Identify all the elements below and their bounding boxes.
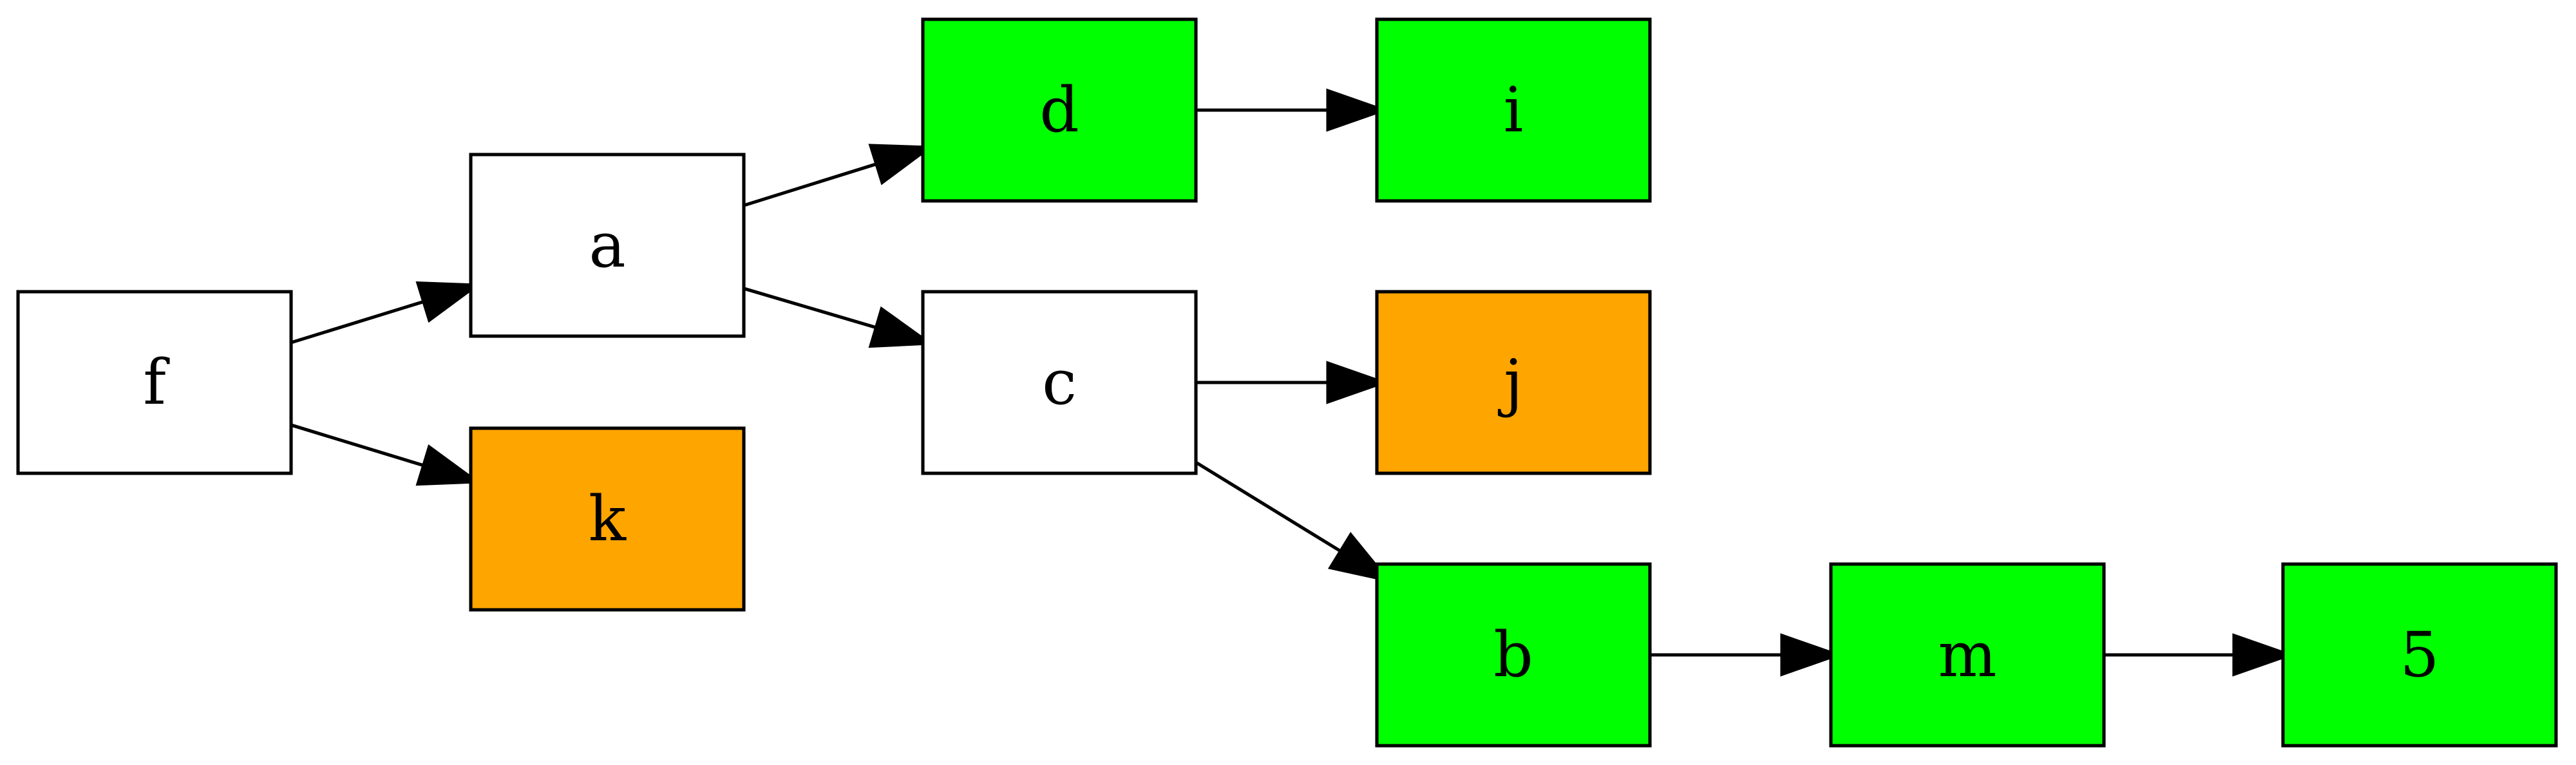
node-label: i xyxy=(1504,74,1524,146)
arrowhead xyxy=(415,444,482,486)
arrowhead xyxy=(1326,88,1388,132)
node-label: b xyxy=(1493,619,1533,691)
node-a: a xyxy=(469,153,746,338)
edge-f-to-a xyxy=(290,281,482,345)
nodes-layer: f a k d c i j b m 5 xyxy=(16,17,2558,748)
edge-m-to-5 xyxy=(2104,633,2295,677)
arrowhead xyxy=(2232,633,2295,677)
node-box xyxy=(1375,17,1652,203)
arrowhead xyxy=(1327,532,1392,583)
node-label: k xyxy=(589,483,627,555)
edge-line xyxy=(1195,460,1342,553)
edge-f-to-k xyxy=(290,423,482,486)
node-d: d xyxy=(921,17,1198,203)
node-j: j xyxy=(1375,290,1652,475)
node-box xyxy=(921,17,1198,203)
node-label: f xyxy=(143,346,170,419)
node-label: d xyxy=(1039,74,1079,146)
node-box xyxy=(2281,562,2558,748)
edge-c-to-j xyxy=(1196,361,1388,404)
edge-a-to-d xyxy=(743,144,934,207)
node-box xyxy=(1375,562,1652,748)
edge-line xyxy=(743,162,877,207)
node-box xyxy=(1829,562,2106,748)
edge-a-to-c xyxy=(743,287,934,348)
node-i: i xyxy=(1375,17,1652,203)
node-5: 5 xyxy=(2281,562,2558,748)
node-box xyxy=(469,426,746,612)
edge-b-to-m xyxy=(1650,633,1842,677)
node-m: m xyxy=(1829,562,2106,748)
edges-layer xyxy=(290,88,2295,677)
edge-d-to-i xyxy=(1196,88,1388,132)
node-b: b xyxy=(1375,562,1652,748)
node-label: m xyxy=(1938,619,1996,691)
node-label: c xyxy=(1042,346,1077,419)
edge-line xyxy=(290,299,424,345)
node-box xyxy=(921,290,1198,475)
edge-line xyxy=(743,287,877,330)
arrowhead xyxy=(868,306,934,348)
node-c: c xyxy=(921,290,1198,475)
arrowhead xyxy=(415,281,482,323)
edge-line xyxy=(290,423,424,468)
arrowhead xyxy=(1326,361,1388,404)
node-box xyxy=(469,153,746,338)
node-box xyxy=(16,290,293,475)
node-f: f xyxy=(16,290,293,475)
node-k: k xyxy=(469,426,746,612)
node-label: 5 xyxy=(2400,619,2439,691)
arrowhead xyxy=(868,144,934,185)
edge-c-to-b xyxy=(1195,460,1392,583)
node-box xyxy=(1375,290,1652,475)
node-label: a xyxy=(589,209,625,281)
arrowhead xyxy=(1780,633,1842,677)
